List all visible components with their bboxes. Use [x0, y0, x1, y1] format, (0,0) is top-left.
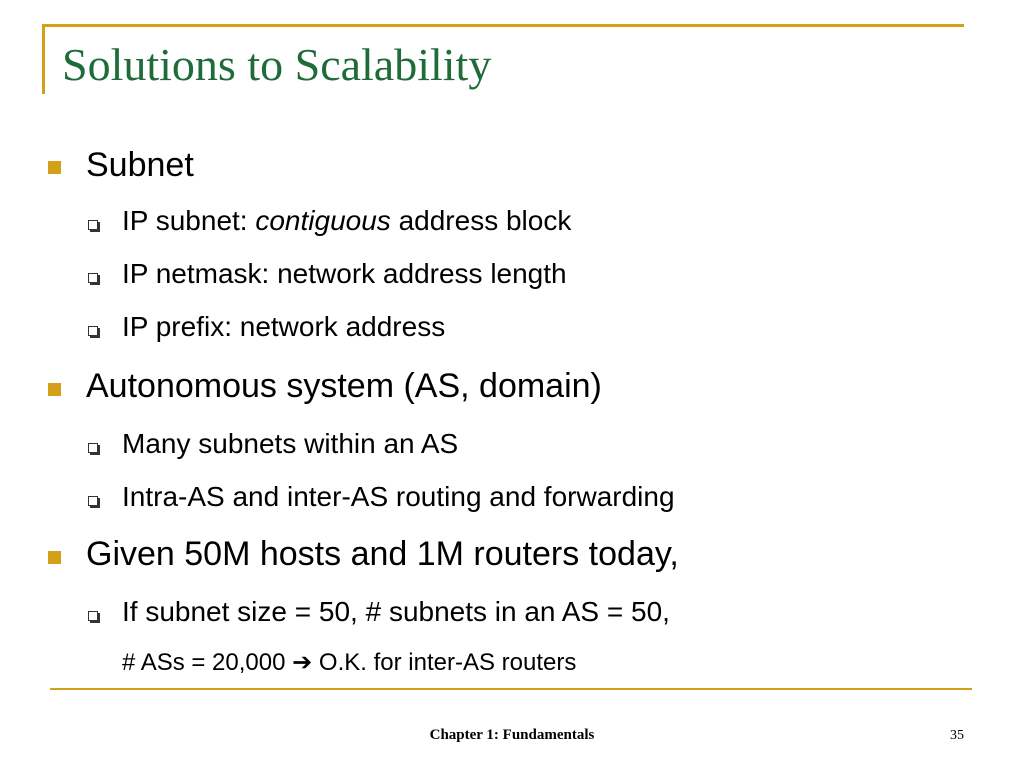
sub-bullet-continuation: # ASs = 20,000 ➔ O.K. for inter-AS route…: [122, 648, 576, 677]
bullet-marker-square: [48, 551, 61, 564]
page-number: 35: [950, 728, 964, 743]
continuation-text: O.K. for inter-AS routers: [312, 649, 577, 676]
sub-bullet-text: IP subnet:: [122, 205, 256, 236]
sub-bullet-checkbox-icon: [88, 443, 98, 453]
continuation-text: # ASs = 20,000: [122, 649, 293, 676]
sub-bullet-ip-subnet: IP subnet: contiguous address block: [122, 205, 571, 237]
sub-bullet-intra-inter-as: Intra-AS and inter-AS routing and forwar…: [122, 481, 675, 512]
sub-bullet-many-subnets: Many subnets within an AS: [122, 428, 459, 459]
sub-bullet-text: address block: [390, 205, 572, 236]
title-frame-left-rule: [42, 24, 45, 94]
sub-bullet-emphasis: contiguous: [255, 205, 391, 236]
bullet-autonomous-system: Autonomous system (AS, domain): [86, 367, 602, 405]
bullet-given-hosts: Given 50M hosts and 1M routers today,: [86, 535, 679, 573]
sub-bullet-ip-prefix: IP prefix: network address: [122, 311, 446, 342]
slide-title: Solutions to Scalability: [62, 39, 492, 90]
sub-bullet-subnet-size: If subnet size = 50, # subnets in an AS …: [122, 596, 670, 627]
sub-bullet-checkbox-icon: [88, 611, 98, 621]
bullet-marker-square: [48, 161, 61, 174]
sub-bullet-ip-netmask: IP netmask: network address length: [122, 258, 567, 289]
sub-bullet-checkbox-icon: [88, 326, 98, 336]
sub-bullet-checkbox-icon: [88, 273, 98, 283]
bullet-subnet: Subnet: [86, 146, 194, 184]
sub-bullet-checkbox-icon: [88, 496, 98, 506]
sub-bullet-checkbox-icon: [88, 220, 98, 230]
bullet-marker-square: [48, 383, 61, 396]
right-arrow-icon: ➔: [292, 649, 313, 676]
footer-chapter-label: Chapter 1: Fundamentals: [429, 727, 595, 743]
title-frame-top-rule: [42, 24, 964, 27]
footer-divider: [50, 688, 972, 690]
